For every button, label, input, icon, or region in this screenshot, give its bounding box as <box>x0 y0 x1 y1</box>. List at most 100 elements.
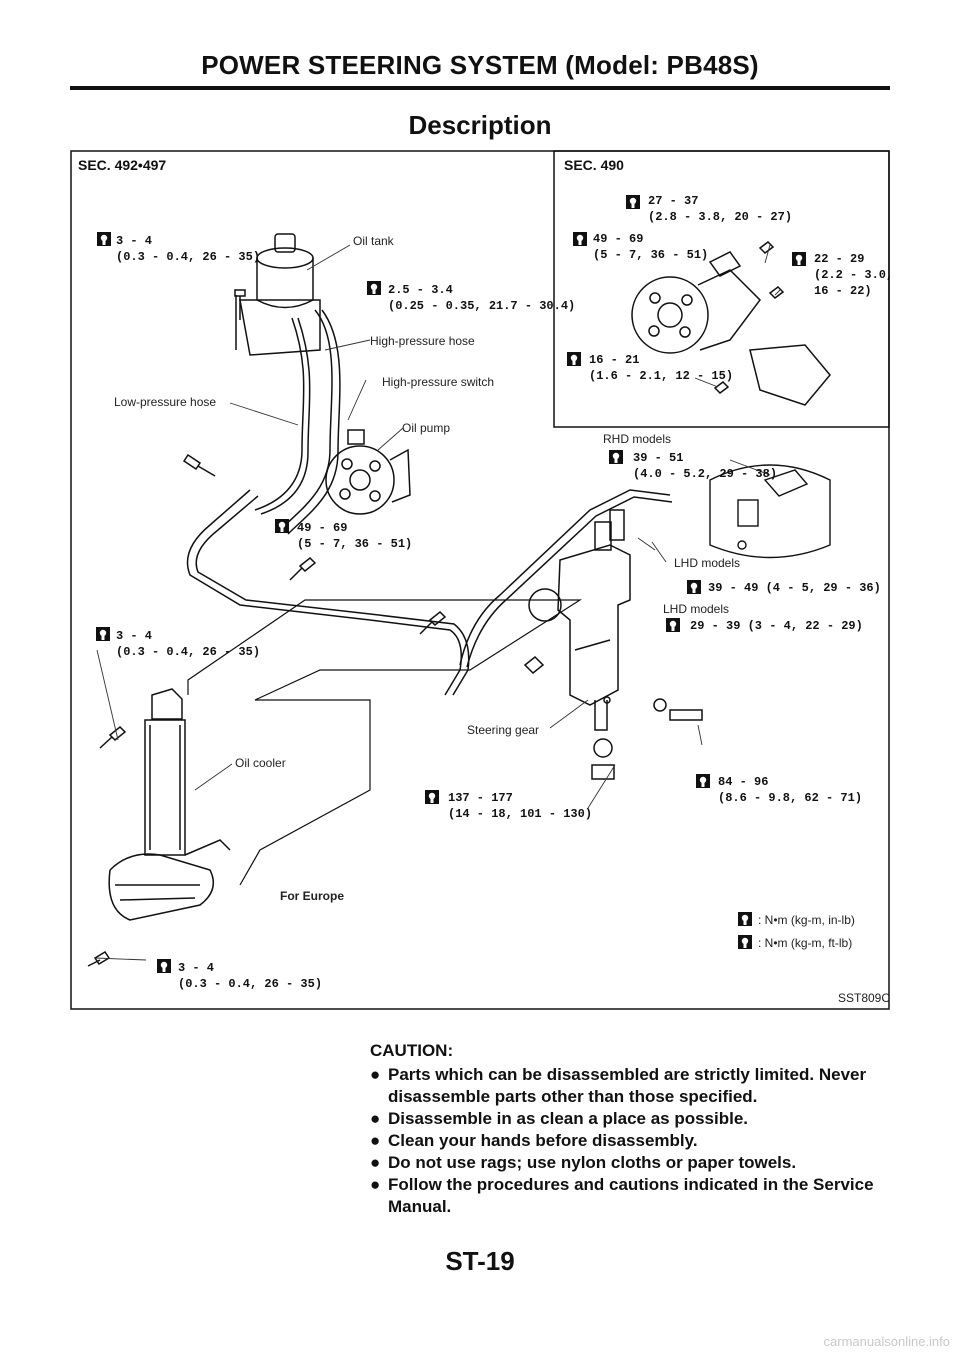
bullet-icon: ● <box>370 1175 381 1194</box>
torque-callout-t6: 27 - 37 (2.8 - 3.8, 20 - 27) <box>626 194 792 224</box>
legend-in-lb: : N•m (kg-m, in-lb) <box>758 913 855 927</box>
list-item: ●Clean your hands before disassembly. <box>370 1130 890 1152</box>
torque-callout-t3: 49 - 69 (5 - 7, 36 - 51) <box>275 519 412 551</box>
torque-value: 2.5 - 3.4 <box>388 283 453 297</box>
oil-tank-drawing <box>235 233 321 356</box>
torque-callout-t13: 84 - 96 (8.6 - 9.8, 62 - 71) <box>696 774 862 805</box>
label-high-pressure-switch: High-pressure switch <box>382 375 494 389</box>
label-low-pressure-hose: Low-pressure hose <box>114 395 216 409</box>
torque-wrench-icon <box>157 959 171 973</box>
torque-value: 22 - 29 <box>814 252 864 266</box>
label-oil-pump: Oil pump <box>402 421 450 435</box>
torque-value: 3 - 4 <box>178 961 214 975</box>
torque-wrench-icon <box>687 580 701 594</box>
caution-text: Follow the procedures and cautions indic… <box>388 1175 874 1216</box>
list-item: ●Parts which can be disassembled are str… <box>370 1064 890 1108</box>
torque-range: (4.0 - 5.2, 29 - 38) <box>633 467 777 481</box>
torque-callout-t4: 3 - 4 (0.3 - 0.4, 26 - 35) <box>96 627 260 659</box>
bullet-icon: ● <box>370 1109 381 1128</box>
torque-value: 3 - 4 <box>116 629 152 643</box>
torque-wrench-icon <box>696 774 710 788</box>
sec490-pump-drawing <box>631 241 831 406</box>
torque-value: 29 - 39 (3 - 4, 22 - 29) <box>690 619 863 633</box>
torque-wrench-icon <box>609 450 623 464</box>
mount-bolt-drawing <box>234 289 246 320</box>
torque-callout-t14: 137 - 177 (14 - 18, 101 - 130) <box>425 790 592 821</box>
europe-routing-frame <box>187 599 583 886</box>
torque-callout-t12: 29 - 39 (3 - 4, 22 - 29) <box>666 618 863 633</box>
legend-ft-lb: : N•m (kg-m, ft-lb) <box>758 936 852 950</box>
label-for-europe: For Europe <box>280 889 344 903</box>
torque-callout-t7: 49 - 69 (5 - 7, 36 - 51) <box>573 232 708 262</box>
torque-range: (0.3 - 0.4, 26 - 35) <box>116 645 260 659</box>
label-steering-gear: Steering gear <box>467 723 539 737</box>
torque-value: 137 - 177 <box>448 791 513 805</box>
torque-callout-t8: 22 - 29 (2.2 - 3.0, 16 - 22) <box>792 252 890 298</box>
leader-lines <box>94 244 781 961</box>
label-lhd-models-1: LHD models <box>674 556 740 570</box>
caution-text: Parts which can be disassembled are stri… <box>388 1065 867 1106</box>
torque-value: 27 - 37 <box>648 194 698 208</box>
torque-range: (5 - 7, 36 - 51) <box>593 248 708 262</box>
torque-value: 39 - 51 <box>633 451 683 465</box>
torque-range: 16 - 22) <box>814 284 872 298</box>
sec-right-label: SEC. 490 <box>564 157 624 173</box>
section-title: Description <box>408 110 552 140</box>
torque-callout-t2: 2.5 - 3.4 (0.25 - 0.35, 21.7 - 30.4) <box>367 281 575 313</box>
torque-wrench-icon <box>275 519 289 533</box>
caution-text: Clean your hands before disassembly. <box>388 1131 698 1150</box>
hose-routing-drawing <box>186 309 673 696</box>
torque-range: (5 - 7, 36 - 51) <box>297 537 412 551</box>
torque-value: 49 - 69 <box>297 521 347 535</box>
caution-text: Do not use rags; use nylon cloths or pap… <box>388 1153 797 1172</box>
label-oil-cooler: Oil cooler <box>235 756 286 770</box>
torque-callout-t10: 39 - 51 (4.0 - 5.2, 29 - 38) <box>609 450 777 481</box>
torque-wrench-icon <box>792 252 806 266</box>
torque-wrench-icon <box>573 232 587 246</box>
header-rule <box>70 86 890 90</box>
watermark-text: carmanualsonline.info <box>823 1334 950 1349</box>
lhd-valve-inset-drawing <box>709 464 831 559</box>
caution-block: CAUTION: ● Parts which can be disassemble… <box>370 1040 890 1218</box>
torque-wrench-icon <box>738 912 752 926</box>
caution-list: ● Parts which can be disassembled are str… <box>370 1064 890 1218</box>
figure-frame <box>70 150 890 1010</box>
torque-range: (0.25 - 0.35, 21.7 - 30.4) <box>388 299 575 313</box>
torque-callout-t9: 16 - 21 (1.6 - 2.1, 12 - 15) <box>567 352 733 383</box>
torque-callout-t11: 39 - 49 (4 - 5, 29 - 36) <box>687 580 881 595</box>
list-item: ● Disassemble in as clean a place as poss… <box>370 1108 890 1130</box>
torque-wrench-icon <box>567 352 581 366</box>
sec490-inset-frame <box>553 150 890 428</box>
torque-range: (1.6 - 2.1, 12 - 15) <box>589 369 733 383</box>
torque-value: 3 - 4 <box>116 234 152 248</box>
torque-callout-t5: 3 - 4 (0.3 - 0.4, 26 - 35) <box>157 959 322 991</box>
torque-range: (0.3 - 0.4, 26 - 35) <box>116 250 260 264</box>
torque-range: (2.2 - 3.0, <box>814 268 890 282</box>
label-lhd-models-2: LHD models <box>663 602 729 616</box>
oil-pump-drawing <box>325 429 411 515</box>
page-number: ST-19 <box>445 1246 515 1276</box>
sec-left-label: SEC. 492•497 <box>78 157 166 173</box>
torque-wrench-icon <box>626 195 640 209</box>
power-steering-diagram: SEC. 492•497 SEC. 490 <box>70 150 890 1010</box>
units-legend: : N•m (kg-m, in-lb) : N•m (kg-m, ft-lb) <box>738 912 855 950</box>
torque-wrench-icon <box>96 627 110 641</box>
label-high-pressure-hose: High-pressure hose <box>370 334 475 348</box>
torque-range: (2.8 - 3.8, 20 - 27) <box>648 210 792 224</box>
caution-text: Disassemble in as clean a place as possi… <box>388 1109 749 1128</box>
torque-value: 84 - 96 <box>718 775 768 789</box>
torque-callout-t1: 3 - 4 (0.3 - 0.4, 26 - 35) <box>97 232 260 264</box>
list-item: ●Do not use rags; use nylon cloths or pa… <box>370 1152 890 1174</box>
steering-gear-drawing <box>523 509 703 780</box>
figure-code: SST809C <box>838 991 890 1005</box>
torque-value: 39 - 49 (4 - 5, 29 - 36) <box>708 581 881 595</box>
caution-title: CAUTION: <box>370 1041 454 1060</box>
list-item: ● Follow the procedures and cautions indi… <box>370 1174 890 1218</box>
page-header-title: POWER STEERING SYSTEM (Model: PB48S) <box>201 50 759 80</box>
torque-wrench-icon <box>666 618 680 632</box>
torque-wrench-icon <box>738 935 752 949</box>
torque-wrench-icon <box>367 281 381 295</box>
oil-cooler-drawing <box>108 688 231 921</box>
label-oil-tank: Oil tank <box>353 234 395 248</box>
torque-range: (14 - 18, 101 - 130) <box>448 807 592 821</box>
